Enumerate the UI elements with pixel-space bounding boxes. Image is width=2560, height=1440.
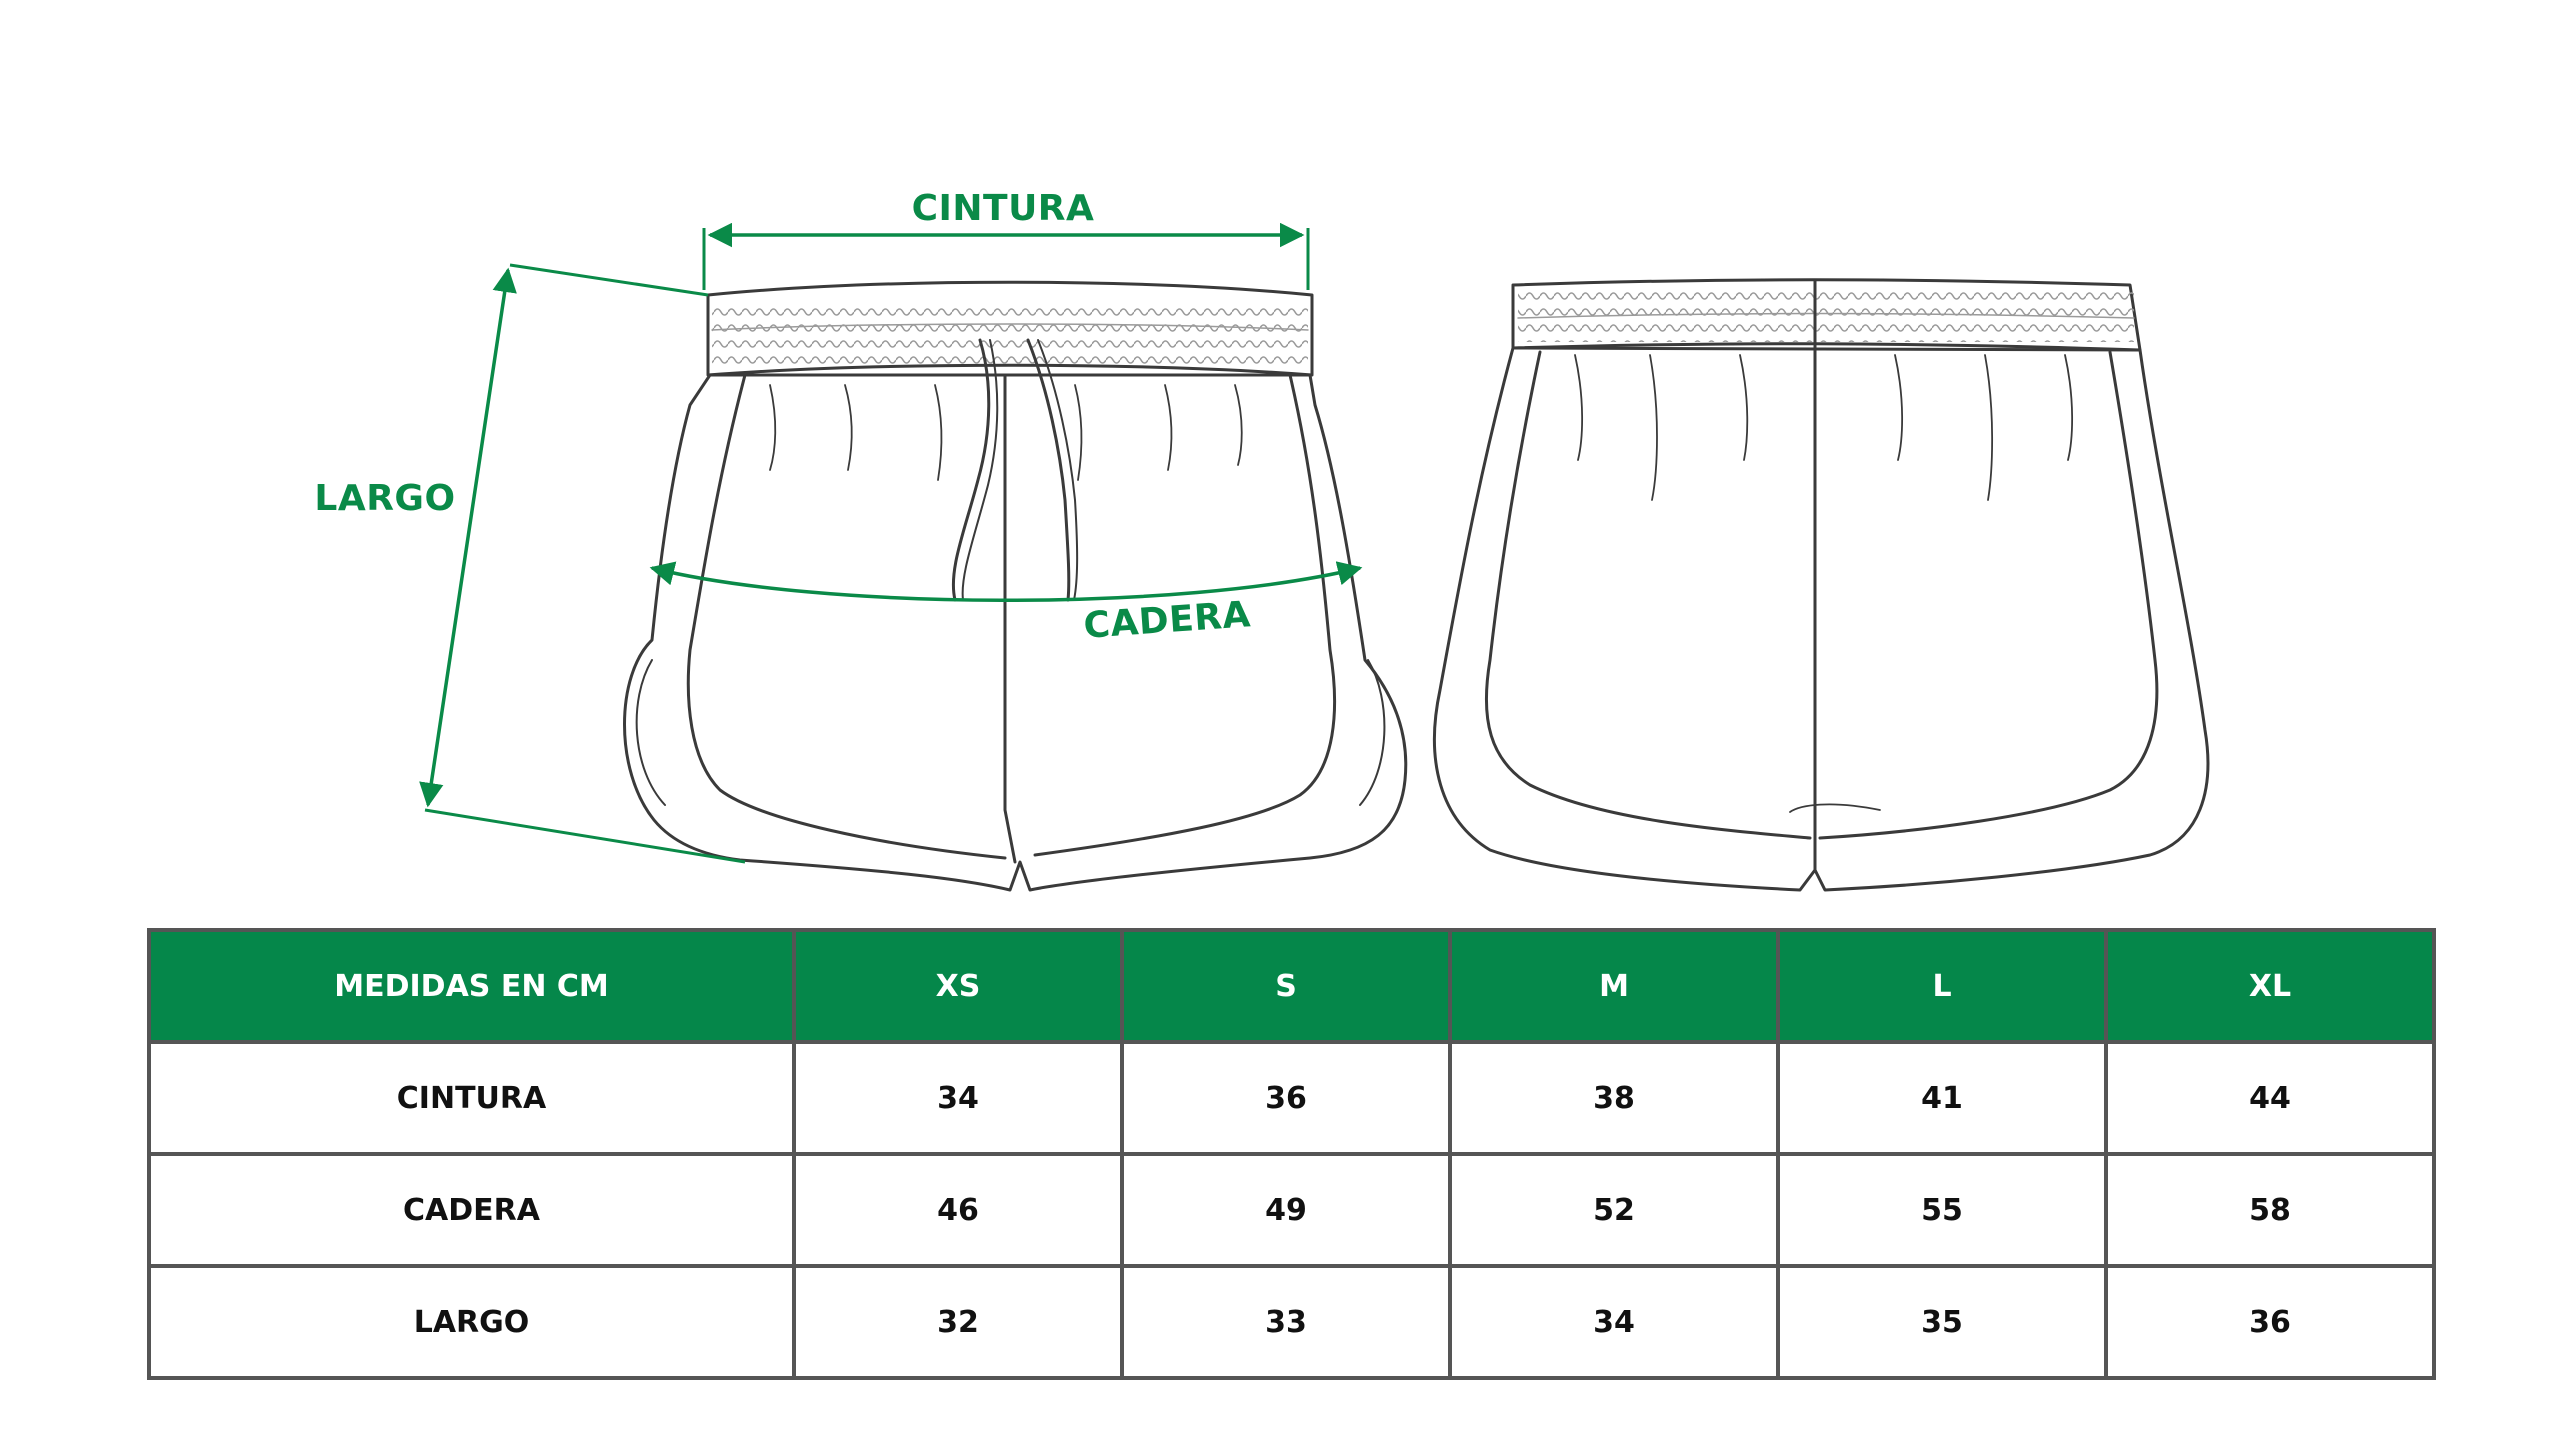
shorts-front-view xyxy=(623,280,1408,892)
table-cell: 38 xyxy=(1448,1040,1780,1156)
largo-arrow xyxy=(419,267,517,808)
back-outline xyxy=(1433,346,2210,892)
row-label: LARGO xyxy=(147,1264,796,1380)
largo-label: LARGO xyxy=(314,478,455,519)
measurement-lines xyxy=(419,222,1363,864)
front-left-side-panel xyxy=(686,373,1007,860)
header-size-l: L xyxy=(1776,928,2108,1044)
size-chart-table: MEDIDAS EN CM XS S M L XL CINTURA 34 36 … xyxy=(147,928,2436,1380)
table-cell: 55 xyxy=(1776,1152,2108,1268)
row-label: CINTURA xyxy=(147,1040,796,1156)
table-cell: 36 xyxy=(2104,1264,2436,1380)
shorts-diagram: CINTURA LARGO CADERA xyxy=(314,188,2210,892)
table-cell: 36 xyxy=(1120,1040,1452,1156)
table-row: CADERA 46 49 52 55 58 xyxy=(147,1152,2436,1268)
table-cell: 58 xyxy=(2104,1152,2436,1268)
shorts-back-view xyxy=(1433,278,2210,892)
table-cell: 32 xyxy=(792,1264,1124,1380)
table-cell: 41 xyxy=(1776,1040,2108,1156)
front-right-side-panel xyxy=(1033,373,1337,857)
back-left-side-panel xyxy=(1484,350,1812,840)
header-size-xl: XL xyxy=(2104,928,2436,1044)
front-center-seam xyxy=(1003,373,1017,864)
header-size-m: M xyxy=(1448,928,1780,1044)
header-measurements: MEDIDAS EN CM xyxy=(147,928,796,1044)
cadera-arrow xyxy=(649,561,1363,602)
table-cell: 34 xyxy=(1448,1264,1780,1380)
table-row: CINTURA 34 36 38 41 44 xyxy=(147,1040,2436,1156)
front-outline xyxy=(623,373,1408,892)
row-label: CADERA xyxy=(147,1152,796,1268)
table-cell: 46 xyxy=(792,1152,1124,1268)
table-cell: 34 xyxy=(792,1040,1124,1156)
header-size-xs: XS xyxy=(792,928,1124,1044)
table-cell: 44 xyxy=(2104,1040,2436,1156)
cintura-label: CINTURA xyxy=(912,188,1095,229)
table-cell: 35 xyxy=(1776,1264,2108,1380)
table-cell: 52 xyxy=(1448,1152,1780,1268)
table-cell: 33 xyxy=(1120,1264,1452,1380)
table-row: LARGO 32 33 34 35 36 xyxy=(147,1264,2436,1380)
table-header-row: MEDIDAS EN CM XS S M L XL xyxy=(147,928,2436,1044)
header-size-s: S xyxy=(1120,928,1452,1044)
table-cell: 49 xyxy=(1120,1152,1452,1268)
back-right-side-panel xyxy=(1818,350,2159,840)
